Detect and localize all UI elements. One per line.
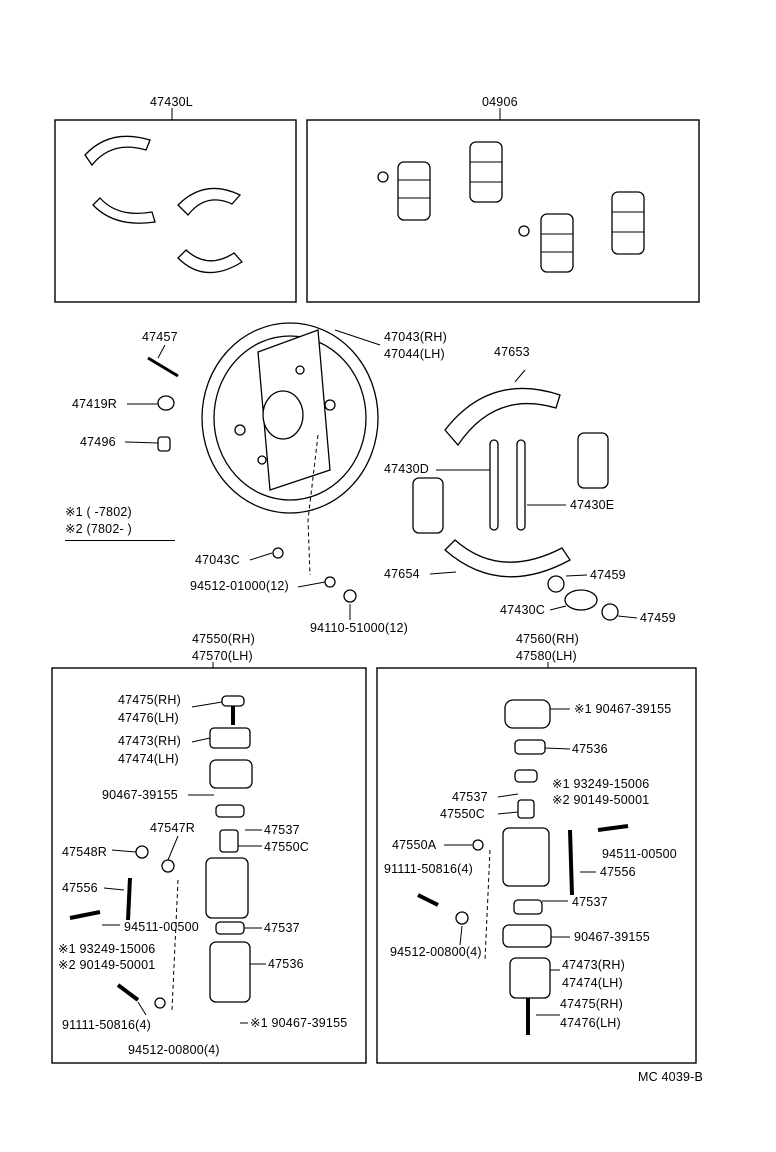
label-r-93249-15006: ※1 93249-15006 [552, 777, 650, 791]
label-r-91111-50816: 91111-50816(4) [384, 862, 473, 876]
label-47430D: 47430D [384, 462, 429, 476]
label-47537-a: 47537 [264, 823, 300, 837]
label-47570lh: 47570(LH) [192, 649, 253, 663]
label-47550rh: 47550(RH) [192, 632, 255, 646]
label-47496: 47496 [80, 435, 116, 449]
small-parts-left [147, 356, 179, 452]
label-47457: 47457 [142, 330, 178, 344]
label-90149-50001: ※2 90149-50001 [58, 958, 156, 972]
label-47550C: 47550C [264, 840, 309, 854]
label-r-90467-39155: ※1 90467-39155 [574, 702, 672, 716]
label-47654: 47654 [384, 567, 420, 581]
label-94110-51000: 94110-51000(12) [310, 621, 408, 635]
label-47474lh: 47474(LH) [118, 752, 179, 766]
label-47476lh: 47476(LH) [118, 711, 179, 725]
brake-shoe-illustration [84, 135, 243, 274]
label-47430C: 47430C [500, 603, 545, 617]
left-cylinder-stack [417, 699, 629, 1035]
shoe-assembly-illustration [272, 387, 619, 621]
label-90467-39155-b: ※1 90467-39155 [250, 1016, 348, 1030]
label-94511-00500: 94511-00500 [124, 920, 199, 934]
right-cylinder-box [51, 667, 367, 1064]
label-r-90467-39155-b: 90467-39155 [574, 930, 650, 944]
label-r-47550C: 47550C [440, 807, 485, 821]
label-r-47475rh: 47475(RH) [560, 997, 623, 1011]
backing-plate-illustration [201, 322, 379, 514]
label-r-94512-00800: 94512-00800(4) [390, 945, 482, 959]
shoe-kit-box [54, 119, 297, 303]
label-47043C: 47043C [195, 553, 240, 567]
label-47560rh: 47560(RH) [516, 632, 579, 646]
label-cylinder-kit: 04906 [482, 95, 518, 109]
label-r-47536: 47536 [572, 742, 608, 756]
note-2: ※2 (7802- ) [65, 522, 175, 541]
diagram-code: MC 4039-B [638, 1070, 704, 1084]
label-47475rh: 47475(RH) [118, 693, 181, 707]
label-r-47474lh: 47474(LH) [562, 976, 623, 990]
label-47537-b: 47537 [264, 921, 300, 935]
note-1: ※1 ( -7802) [65, 505, 132, 519]
label-47459-a: 47459 [590, 568, 626, 582]
label-47430E: 47430E [570, 498, 615, 512]
label-93249-15006: ※1 93249-15006 [58, 942, 156, 956]
label-47547R: 47547R [150, 821, 195, 835]
right-cylinder-stack [69, 695, 253, 1011]
label-90467-39155-a: 90467-39155 [102, 788, 178, 802]
label-47536: 47536 [268, 957, 304, 971]
label-47419R: 47419R [72, 397, 117, 411]
label-r-47556: 47556 [600, 865, 636, 879]
label-47653: 47653 [494, 345, 530, 359]
cylinder-kit-box [306, 119, 700, 303]
label-r-47550A: 47550A [392, 838, 437, 852]
cylinder-kit-illustration [377, 141, 645, 273]
label-r-90149-50001: ※2 90149-50001 [552, 793, 650, 807]
label-47548R: 47548R [62, 845, 107, 859]
label-91111-50816: 91111-50816(4) [62, 1018, 151, 1032]
label-shoe-kit: 47430L [150, 95, 193, 109]
label-47556: 47556 [62, 881, 98, 895]
label-47580lh: 47580(LH) [516, 649, 577, 663]
leader-lines [102, 329, 638, 1024]
label-47044lh: 47044(LH) [384, 347, 445, 361]
label-r-47537-b: 47537 [572, 895, 608, 909]
label-94512-01000: 94512-01000(12) [190, 579, 289, 593]
label-47043rh: 47043(RH) [384, 330, 447, 344]
label-94512-00800: 94512-00800(4) [128, 1043, 220, 1057]
left-cylinder-box [376, 667, 697, 1064]
label-47473rh: 47473(RH) [118, 734, 181, 748]
label-r-47537-a: 47537 [452, 790, 488, 804]
label-r-47476lh: 47476(LH) [560, 1016, 621, 1030]
label-r-94511-00500: 94511-00500 [602, 847, 677, 861]
label-r-47473rh: 47473(RH) [562, 958, 625, 972]
label-47459-b: 47459 [640, 611, 676, 625]
